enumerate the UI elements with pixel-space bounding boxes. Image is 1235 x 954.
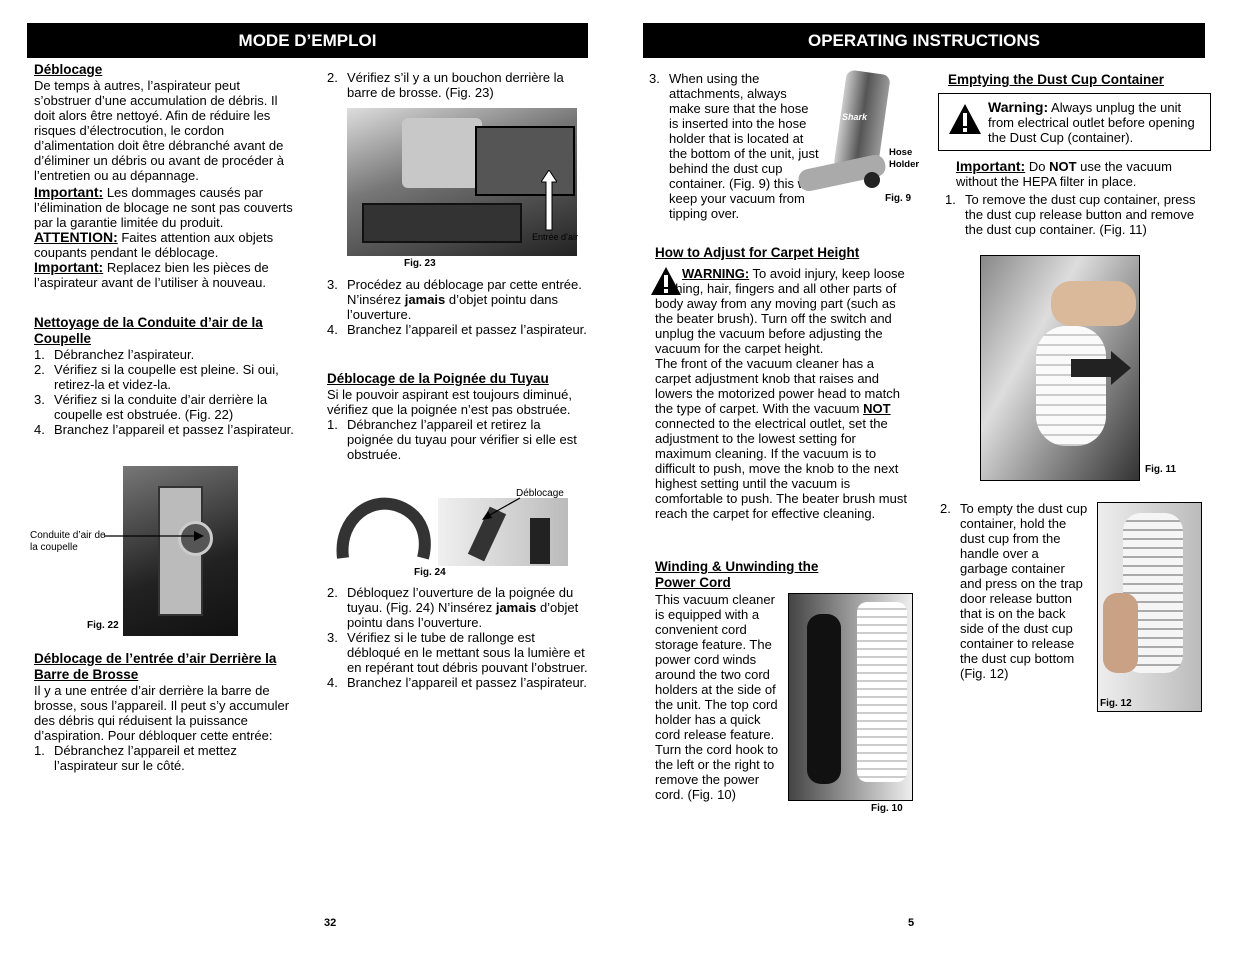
dust-step-1: 1.To remove the dust cup container, pres… xyxy=(945,192,1207,237)
fig9-photo: Shark xyxy=(790,69,891,198)
list-item: 2.Vérifiez si la coupelle est pleine. Si… xyxy=(34,362,279,392)
warning-label: Warning: xyxy=(988,99,1049,115)
col2-steps-3-4: 3.Procédez au déblocage par cette entrée… xyxy=(327,277,589,337)
carpet-section: How to Adjust for Carpet Height WARNING:… xyxy=(651,245,907,521)
conduite-steps: 1.Débranchez l’aspirateur. 2.Vérifiez si… xyxy=(34,347,300,437)
important-text: Les dommages causés par l’élimination de… xyxy=(34,185,293,230)
list-item: 4.Branchez l’appareil et passez l’aspira… xyxy=(34,422,294,437)
left-header: MODE D’EMPLOI xyxy=(27,23,588,58)
poignee-body: Si le pouvoir aspirant est toujours dimi… xyxy=(327,387,572,417)
attention-text: Faites attention aux objets coupants pen… xyxy=(34,230,274,260)
list-item: 2.Vérifiez s’il y a un bouchon derrière … xyxy=(327,70,564,100)
fig24-caption: Fig. 24 xyxy=(414,567,446,578)
deblocage-section: Déblocage De temps à autres, l’aspirateu… xyxy=(34,62,300,290)
warning-triangle-icon xyxy=(949,104,981,134)
right-page-number: 5 xyxy=(908,917,915,929)
fig24-label: Déblocage xyxy=(516,488,564,499)
important-text: Replacez bien les pièces de l’aspirateur… xyxy=(34,260,269,290)
entree-steps: 1.Débranchez l’appareil et mettez l’aspi… xyxy=(34,743,300,773)
fig23-arrow xyxy=(541,170,557,231)
poignee-title: Déblocage de la Poignée du Tuyau xyxy=(327,371,549,386)
carpet-title: How to Adjust for Carpet Height xyxy=(655,245,860,260)
list-item: 3.Vérifiez si le tube de rallonge est dé… xyxy=(327,630,588,675)
conduite-section: Nettoyage de la Conduite d’air de la Cou… xyxy=(34,315,300,437)
list-item: 2.Débloquez l’ouverture de la poignée du… xyxy=(327,585,579,630)
list-item: 1.Débranchez l’aspirateur. xyxy=(34,347,195,362)
important-label: Important: xyxy=(34,184,104,200)
deblocage-title: Déblocage xyxy=(34,62,103,77)
list-item: 4.Branchez l’appareil et passez l’aspira… xyxy=(327,675,587,690)
attachments-step-3: 3.When using the attachments, always mak… xyxy=(649,71,821,221)
attention-note: ATTENTION: Faites attention aux objets c… xyxy=(34,229,300,261)
list-item: 3.Vérifiez si la conduite d’air derrière… xyxy=(34,392,268,422)
list-item: 1.Débranchez l’appareil et retirez la po… xyxy=(327,417,577,462)
poignee-steps-2-4: 2.Débloquez l’ouverture de la poignée du… xyxy=(327,585,589,690)
dust-important: Important: Do NOT use the vacuum without… xyxy=(956,158,1172,190)
fig9-label: Hose Holder xyxy=(889,147,920,170)
list-item: 1.Débranchez l’appareil et mettez l’aspi… xyxy=(34,743,237,773)
fig11-caption: Fig. 11 xyxy=(1145,464,1177,475)
dust-warning-box: Warning: Always unplug the unit from ele… xyxy=(938,93,1211,151)
fig9-brand: Shark xyxy=(842,112,868,122)
right-header: OPERATING INSTRUCTIONS xyxy=(643,23,1205,58)
list-item: 3.Procédez au déblocage par cette entrée… xyxy=(327,277,582,322)
deblocage-body: De temps à autres, l’aspirateur peut s’o… xyxy=(34,78,285,183)
important-note-1: Important: Les dommages causés par l’éli… xyxy=(34,184,300,231)
fig9-caption: Fig. 9 xyxy=(885,193,912,204)
carpet-body: The front of the vacuum cleaner has a ca… xyxy=(655,356,907,521)
left-page-number: 32 xyxy=(324,917,337,929)
warning-text: Always unplug the unit from electrical o… xyxy=(988,100,1195,145)
list-item: 1.To remove the dust cup container, pres… xyxy=(945,192,1196,237)
entree-title: Déblocage de l’entrée d’air Derrière la … xyxy=(34,651,277,682)
cord-body: This vacuum cleaner is equipped with a c… xyxy=(655,592,779,802)
dust-step-2: 2.To empty the dust cup container, hold … xyxy=(940,501,1090,681)
entree-body: Il y a une entrée d’air derrière la barr… xyxy=(34,683,290,743)
dust-title: Emptying the Dust Cup Container xyxy=(948,72,1164,87)
important-label: Important: xyxy=(34,259,104,275)
fig23-caption: Fig. 23 xyxy=(404,258,436,269)
warning-triangle-icon xyxy=(651,267,681,295)
conduite-title: Nettoyage de la Conduite d’air de la Cou… xyxy=(34,315,263,346)
fig12-photo xyxy=(1097,502,1202,712)
fig10-caption: Fig. 10 xyxy=(871,803,903,814)
carpet-warning: WARNING: To avoid injury, keep loose clo… xyxy=(651,266,907,356)
fig22-label: Conduite d’air de la coupelle xyxy=(30,530,106,553)
entree-section: Déblocage de l’entrée d’air Derrière la … xyxy=(34,651,300,773)
fig10-photo xyxy=(788,593,913,801)
warning-text: To avoid injury, keep loose clothing, ha… xyxy=(655,266,905,356)
fig24-arrow xyxy=(482,497,521,520)
important-note-2: Important: Replacez bien les pièces de l… xyxy=(34,259,300,291)
list-item: 4.Branchez l’appareil et passez l’aspira… xyxy=(327,322,587,337)
poignee-section: Déblocage de la Poignée du Tuyau Si le p… xyxy=(327,371,589,462)
fig24-photo-handle xyxy=(438,498,568,566)
attention-label: ATTENTION: xyxy=(34,229,118,245)
fig11-photo xyxy=(980,255,1140,481)
list-item: 3.When using the attachments, always mak… xyxy=(649,71,819,221)
fig23-label: Entrée d’air xyxy=(532,232,579,242)
fig22-caption: Fig. 22 xyxy=(87,620,119,631)
fig22-arrow xyxy=(104,531,204,541)
fig23-photo xyxy=(347,108,577,256)
fig22-photo xyxy=(123,466,238,636)
col2-step2: 2.Vérifiez s’il y a un bouchon derrière … xyxy=(327,70,589,100)
list-item: 2.To empty the dust cup container, hold … xyxy=(940,501,1088,681)
fig24-photo-hose xyxy=(333,488,433,562)
poignee-step-1: 1.Débranchez l’appareil et retirez la po… xyxy=(327,417,589,462)
cord-title: Winding & Unwinding the Power Cord xyxy=(655,559,819,590)
warning-label: WARNING: xyxy=(682,266,750,281)
fig12-caption: Fig. 12 xyxy=(1100,698,1132,709)
